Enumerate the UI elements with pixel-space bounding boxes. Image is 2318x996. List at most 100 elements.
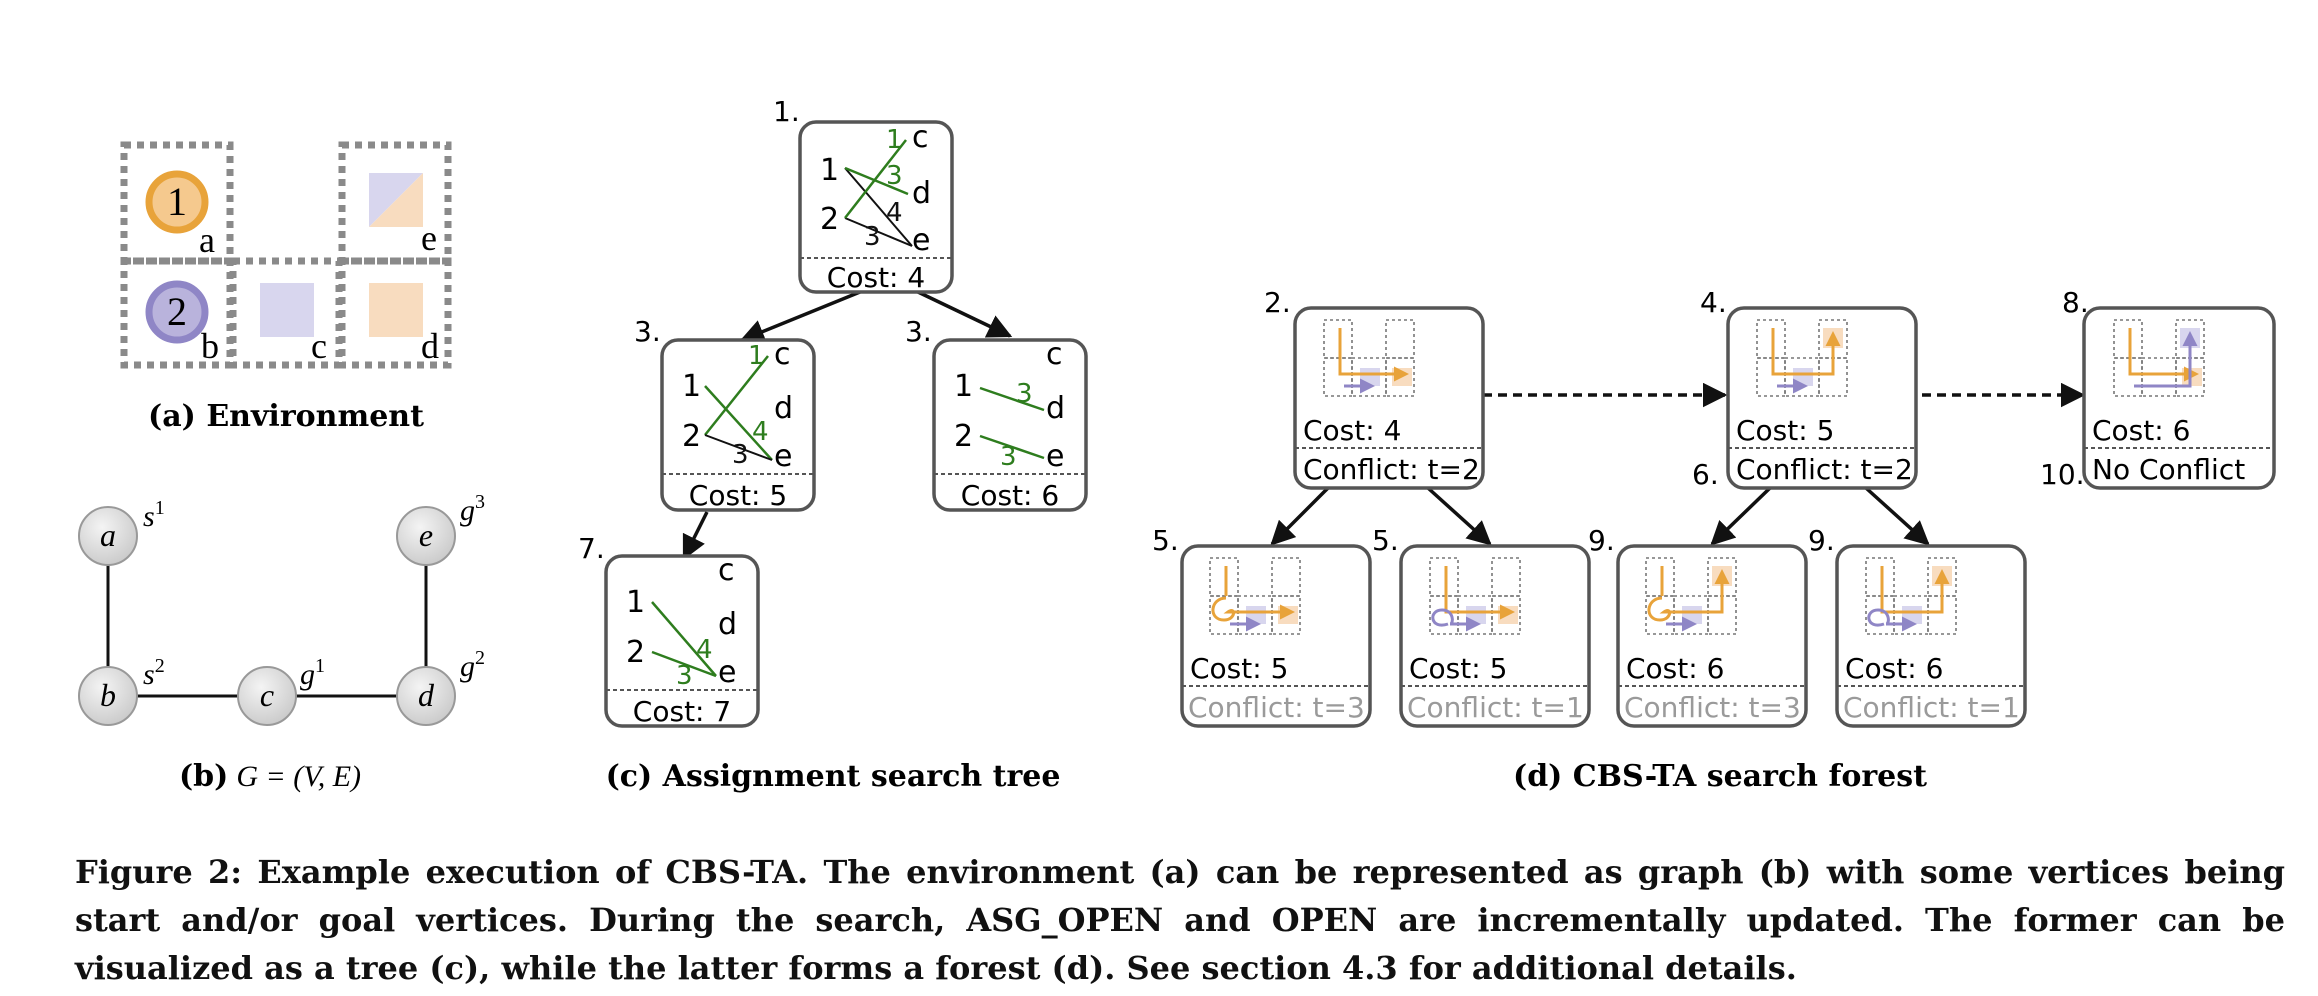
panel-b-graph: a b c d e s1 s2 g1 g2 g3 (b)G = (V, E) bbox=[78, 491, 485, 794]
agent-2-label: 2 bbox=[167, 289, 187, 334]
asg-node-3-right-weight: 3 bbox=[1016, 379, 1033, 409]
tag-d: g2 bbox=[460, 647, 485, 683]
cbs-node-9b-id: 9. bbox=[1808, 524, 1835, 557]
asg-node-3-right-goal-c: c bbox=[1046, 337, 1063, 372]
asg-node-1-goal-d: d bbox=[912, 176, 931, 211]
cbs-node-9a-status: Conflict: t=3 bbox=[1624, 691, 1801, 724]
cbs-node-2-id: 2. bbox=[1264, 286, 1291, 319]
asg-node-1-weight: 1 bbox=[886, 125, 903, 155]
cbs-node-4-status: Conflict: t=2 bbox=[1736, 453, 1913, 486]
asg-node-1-weight: 3 bbox=[886, 161, 903, 191]
agent-1-label: 1 bbox=[167, 179, 187, 224]
cbs-node-9b-status: Conflict: t=1 bbox=[1843, 691, 2020, 724]
asg-node-7-agent-1: 1 bbox=[626, 585, 645, 620]
vertex-e bbox=[396, 506, 456, 566]
cbs-node-5b-cost: Cost: 5 bbox=[1409, 652, 1507, 685]
vertex-b bbox=[78, 666, 138, 726]
tag-e: g3 bbox=[460, 491, 485, 527]
cbs-node-8-status-id: 10. bbox=[2040, 458, 2085, 491]
asg-node-3-left: 3. Cost: 5 1 2 c d e 1 4 3 bbox=[634, 315, 816, 512]
agent-2-marker bbox=[145, 280, 209, 344]
asg-node-3-right-agent-1: 1 bbox=[954, 369, 973, 404]
asg-node-3-right-cost: Cost: 6 bbox=[961, 479, 1059, 512]
cbs-node-5a-cost: Cost: 5 bbox=[1190, 652, 1288, 685]
cbs-node-2-status: Conflict: t=2 bbox=[1303, 453, 1480, 486]
asg-node-7-id: 7. bbox=[578, 532, 605, 565]
asg-node-7: 7. Cost: 7 1 2 c d e 4 3 bbox=[578, 532, 760, 728]
asg-node-1-weight: 4 bbox=[886, 198, 903, 228]
asg-node-1-weight: 3 bbox=[864, 222, 881, 252]
tag-a: s1 bbox=[143, 497, 165, 533]
goal-orange-d bbox=[369, 283, 423, 337]
cbs-node-9a-cost: Cost: 6 bbox=[1626, 652, 1724, 685]
vertex-label-a: a bbox=[100, 517, 116, 553]
agent-1-marker bbox=[145, 170, 209, 234]
cell-label-c: c bbox=[311, 326, 327, 366]
cbs-node-9a-id: 9. bbox=[1588, 524, 1615, 557]
cell-label-d: d bbox=[421, 326, 439, 366]
goal-purple-c bbox=[260, 283, 314, 337]
vertex-label-c: c bbox=[260, 677, 274, 713]
cbs-node-5-a: 5. Cost: 5 Conflict: t=3 bbox=[1152, 524, 1372, 728]
asg-node-7-weight: 3 bbox=[676, 661, 693, 691]
asg-node-3-left-weight: 4 bbox=[752, 417, 769, 447]
cbs-node-8: 8. 10. Cost: 6 No Conflict bbox=[2040, 286, 2276, 491]
panel-d-caption: (d) CBS-TA search forest bbox=[1513, 759, 1927, 794]
asg-node-7-weight: 4 bbox=[696, 635, 713, 665]
cbs-node-4-status-id: 6. bbox=[1692, 458, 1719, 491]
asg-node-3-left-cost: Cost: 5 bbox=[689, 479, 787, 512]
cbs-node-2: 2. Cost: 4 Conflict: t=2 bbox=[1264, 286, 1485, 490]
asg-node-3-left-agent-2: 2 bbox=[682, 419, 701, 454]
cbs-node-9-a: 9. Cost: 6 Conflict: t=3 bbox=[1588, 524, 1808, 728]
cbs-node-8-cost: Cost: 6 bbox=[2092, 414, 2190, 447]
cell-label-e: e bbox=[421, 218, 437, 258]
asg-node-7-cost: Cost: 7 bbox=[633, 695, 731, 728]
vertex-d bbox=[396, 666, 456, 726]
vertex-label-e: e bbox=[419, 517, 433, 553]
asg-node-7-agent-2: 2 bbox=[626, 635, 645, 670]
vertex-a bbox=[78, 506, 138, 566]
asg-node-3-right-goal-e: e bbox=[1046, 439, 1064, 474]
asg-node-3-right-id: 3. bbox=[905, 315, 932, 348]
panel-b-caption: (b)G = (V, E) bbox=[179, 759, 361, 794]
cbs-node-9b-cost: Cost: 6 bbox=[1845, 652, 1943, 685]
asg-node-3-left-agent-1: 1 bbox=[682, 369, 701, 404]
asg-node-3-right-goal-d: d bbox=[1046, 391, 1065, 426]
cell-d bbox=[338, 257, 452, 369]
cbs-node-5a-status: Conflict: t=3 bbox=[1188, 691, 1365, 724]
vertex-label-b: b bbox=[100, 677, 116, 713]
asg-node-3-left-goal-c: c bbox=[774, 337, 791, 372]
asg-node-3-right: 3. Cost: 6 1 2 c d e 3 3 bbox=[905, 315, 1088, 512]
vertex-c bbox=[237, 666, 297, 726]
panel-a-caption: (a) Environment bbox=[148, 399, 424, 434]
cbs-node-9-b: 9. Cost: 6 Conflict: t=1 bbox=[1808, 524, 2027, 728]
cbs-node-5a-id: 5. bbox=[1152, 524, 1179, 557]
vertex-label-d: d bbox=[418, 677, 435, 713]
asg-node-1-goal-c: c bbox=[912, 120, 929, 155]
tag-c: g1 bbox=[300, 655, 325, 691]
asg-node-7-goal-e: e bbox=[718, 655, 736, 690]
asg-node-1-cost: Cost: 4 bbox=[827, 261, 925, 294]
asg-node-1: 1. Cost: 4 1 2 c d e 1 3 4 3 bbox=[773, 95, 954, 294]
cbs-node-4-id: 4. bbox=[1700, 286, 1727, 319]
asg-node-1-agent-2: 2 bbox=[820, 202, 839, 237]
goal-shared-e-orange bbox=[369, 173, 423, 227]
panel-a-environment: 1 2 a b c d e (a) Environment bbox=[120, 141, 452, 434]
cell-label-a: a bbox=[199, 220, 215, 260]
cbs-node-8-id: 8. bbox=[2062, 286, 2089, 319]
cell-label-b: b bbox=[201, 326, 219, 366]
asg-node-3-left-id: 3. bbox=[634, 315, 661, 348]
asg-node-1-id: 1. bbox=[773, 95, 800, 128]
cbs-node-5b-id: 5. bbox=[1372, 524, 1399, 557]
cbs-node-5-b: 5. Cost: 5 Conflict: t=1 bbox=[1372, 524, 1591, 728]
asg-node-3-left-weight: 1 bbox=[748, 341, 765, 371]
asg-node-1-agent-1: 1 bbox=[820, 153, 839, 188]
cbs-node-4: 4. 6. Cost: 5 Conflict: t=2 bbox=[1692, 286, 1918, 491]
asg-node-7-goal-c: c bbox=[718, 553, 735, 588]
figure-canvas: 1 2 a b c d e (a) Environment a b c d e bbox=[78, 95, 2276, 794]
panel-c-caption: (c) Assignment search tree bbox=[606, 759, 1061, 794]
asg-node-1-goal-e: e bbox=[912, 223, 930, 258]
asg-node-3-right-weight: 3 bbox=[1000, 442, 1017, 472]
panel-c-assignment-tree: 1. Cost: 4 1 2 c d e 1 3 4 3 3. Cost: 5 bbox=[578, 95, 1088, 794]
asg-node-3-left-weight: 3 bbox=[732, 440, 749, 470]
